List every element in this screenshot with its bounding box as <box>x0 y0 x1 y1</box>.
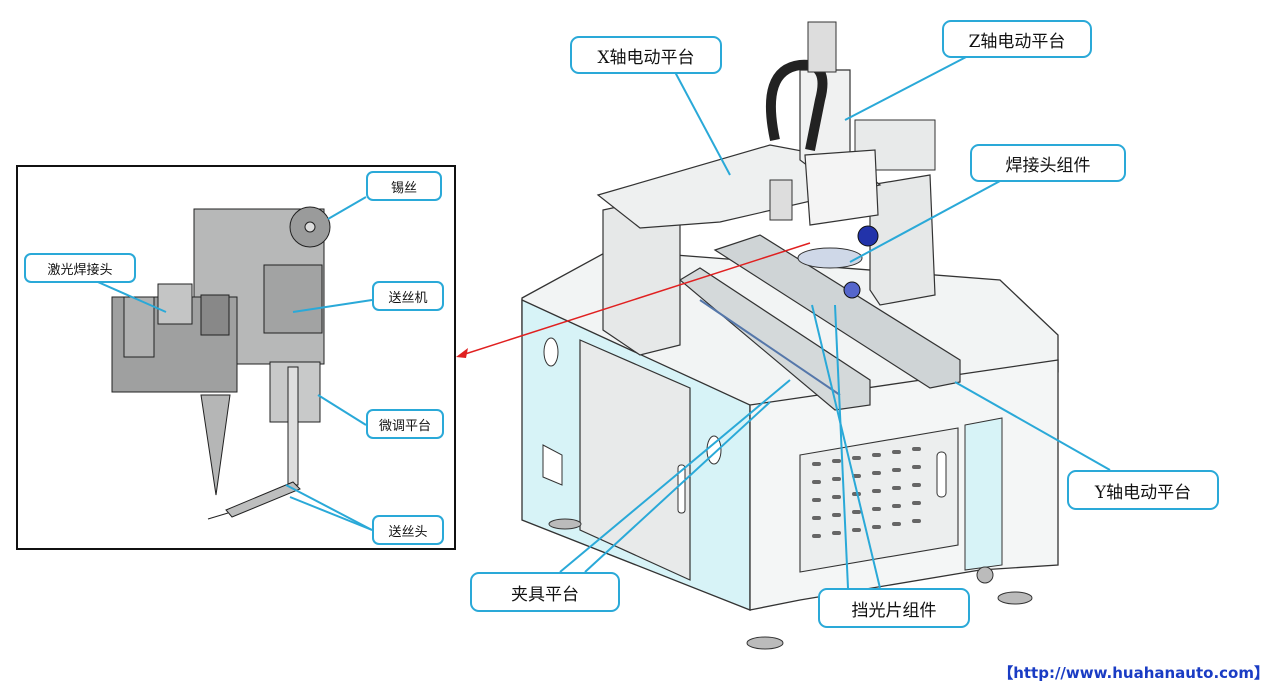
inset-pointer-line <box>461 242 811 356</box>
x-axis-leader <box>674 71 731 176</box>
weld-head-detail-drawing <box>81 196 373 531</box>
fixture-callout: 夹具平台 <box>470 572 620 612</box>
inset-pointer-arrowhead <box>456 348 468 358</box>
x-axis-callout: X轴电动平台 <box>570 36 722 74</box>
fine-tune-label: 微调平台 <box>366 409 444 439</box>
fixture-leader-a <box>559 379 791 573</box>
y-axis-callout: Y轴电动平台 <box>1067 470 1219 510</box>
shield-leader-b <box>811 304 881 589</box>
website-url: 【http://www.huahanauto.com】 <box>998 664 1269 682</box>
shield-leader-a <box>834 304 849 589</box>
laser-head-label: 激光焊接头 <box>24 253 136 283</box>
z-axis-callout: Z轴电动平台 <box>942 20 1092 58</box>
laser-nozzle-cone <box>200 394 231 496</box>
fine-tune-leader <box>317 394 367 426</box>
tin-wire-leader <box>327 196 367 220</box>
feed-nozzle-arm <box>225 481 301 518</box>
y-axis-rail <box>713 234 961 389</box>
shield-callout: 挡光片组件 <box>818 588 970 628</box>
cabinet-door <box>579 339 691 581</box>
wire-feeder-label: 送丝机 <box>372 281 444 311</box>
wire-feeder-leader <box>292 299 373 313</box>
weld-head-detail-inset: 锡丝 激光焊接头 送丝机 微调平台 送丝头 <box>16 165 456 550</box>
weld-head-leader <box>849 180 1001 263</box>
z-axis-leader <box>844 55 969 121</box>
weld-head-callout: 焊接头组件 <box>970 144 1126 182</box>
feed-nozzle-label: 送丝头 <box>372 515 444 545</box>
feed-nozzle-leader-a <box>285 484 373 531</box>
y-axis-leader <box>954 381 1111 471</box>
vent-panel <box>799 427 959 573</box>
tin-wire-label: 锡丝 <box>366 171 442 201</box>
fixture-rail <box>678 267 871 411</box>
right-column <box>869 174 936 306</box>
fixture-leader-b <box>584 401 771 573</box>
feed-nozzle-leader-b <box>289 496 373 531</box>
